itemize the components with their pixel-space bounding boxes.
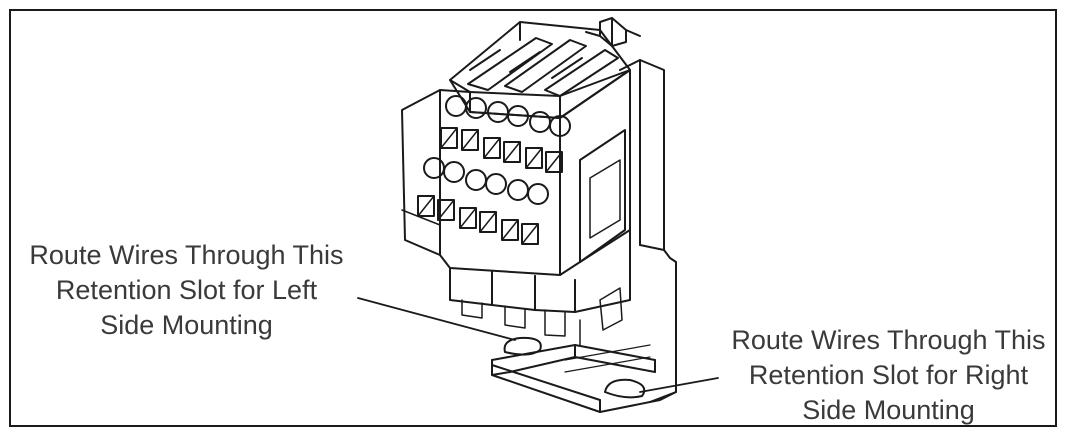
mounting-bracket [491, 59, 677, 413]
callout-left-line-1: Route Wires Through This [29, 240, 344, 270]
terminal-column-1 [417, 95, 487, 221]
lower-housing [449, 229, 631, 346]
terminal-body [401, 69, 631, 331]
right-retention-slot [604, 378, 646, 399]
terminal-column-3 [501, 111, 571, 245]
terminal-column-2 [459, 101, 529, 233]
callout-right-line-1: Route Wires Through This [731, 325, 1046, 355]
callout-left-line-2: Retention Slot for Left [55, 275, 318, 305]
leader-line-left [357, 297, 516, 341]
module-top [449, 21, 631, 119]
callout-left-line-3: Side Mounting [100, 310, 273, 340]
din-clip [585, 17, 641, 47]
callout-right-side-mounting: Route Wires Through This Retention Slot … [716, 323, 1061, 428]
callout-right-line-3: Side Mounting [802, 395, 975, 425]
callout-left-side-mounting: Route Wires Through This Retention Slot … [14, 238, 359, 343]
figure-frame [9, 9, 1057, 427]
left-retention-slot [503, 336, 542, 356]
callout-right-line-2: Retention Slot for Right [748, 360, 1029, 390]
leader-line-right [639, 377, 719, 393]
